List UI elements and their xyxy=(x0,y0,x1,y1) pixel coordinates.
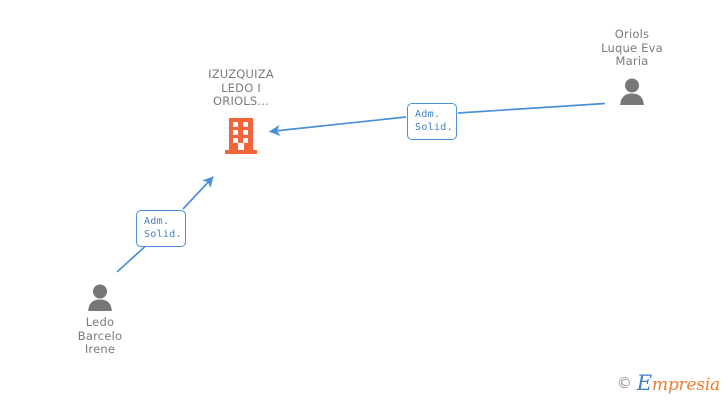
company-node[interactable]: IZUZQUIZA LEDO I ORIOLS... xyxy=(186,67,296,155)
edge-oriols-to-company xyxy=(268,102,606,136)
edge-ledo-segment-lower xyxy=(116,241,151,273)
person-node-ledo-barcelo-irene[interactable]: Ledo Barcelo Irene xyxy=(40,283,160,357)
building-icon xyxy=(225,117,257,154)
copyright-icon: © xyxy=(616,374,632,392)
edge-ledo-to-company xyxy=(116,176,214,273)
company-name-label: IZUZQUIZA LEDO I ORIOLS... xyxy=(208,67,274,108)
brand-logo-text: Empresia xyxy=(637,373,720,394)
edge-ledo-segment-upper xyxy=(182,176,214,210)
edge-label-ledo-to-company[interactable]: Adm. Solid. xyxy=(136,210,186,247)
edge-oriols-segment-right xyxy=(457,102,606,114)
person-node-oriols-luque-eva-maria[interactable]: Oriols Luque Eva Maria xyxy=(572,27,692,105)
empresia-watermark: © Empresia xyxy=(617,373,720,394)
edge-label-oriols-to-company[interactable]: Adm. Solid. xyxy=(407,103,457,140)
edge-oriols-segment-left xyxy=(268,116,407,136)
person-icon xyxy=(88,284,112,311)
person-name-label-oriols-luque-eva-maria: Oriols Luque Eva Maria xyxy=(601,27,663,68)
person-name-label-ledo-barcelo-irene: Ledo Barcelo Irene xyxy=(77,315,123,356)
brand-rest: mpresia xyxy=(651,375,720,395)
brand-initial: E xyxy=(636,371,652,395)
person-icon xyxy=(620,78,644,105)
